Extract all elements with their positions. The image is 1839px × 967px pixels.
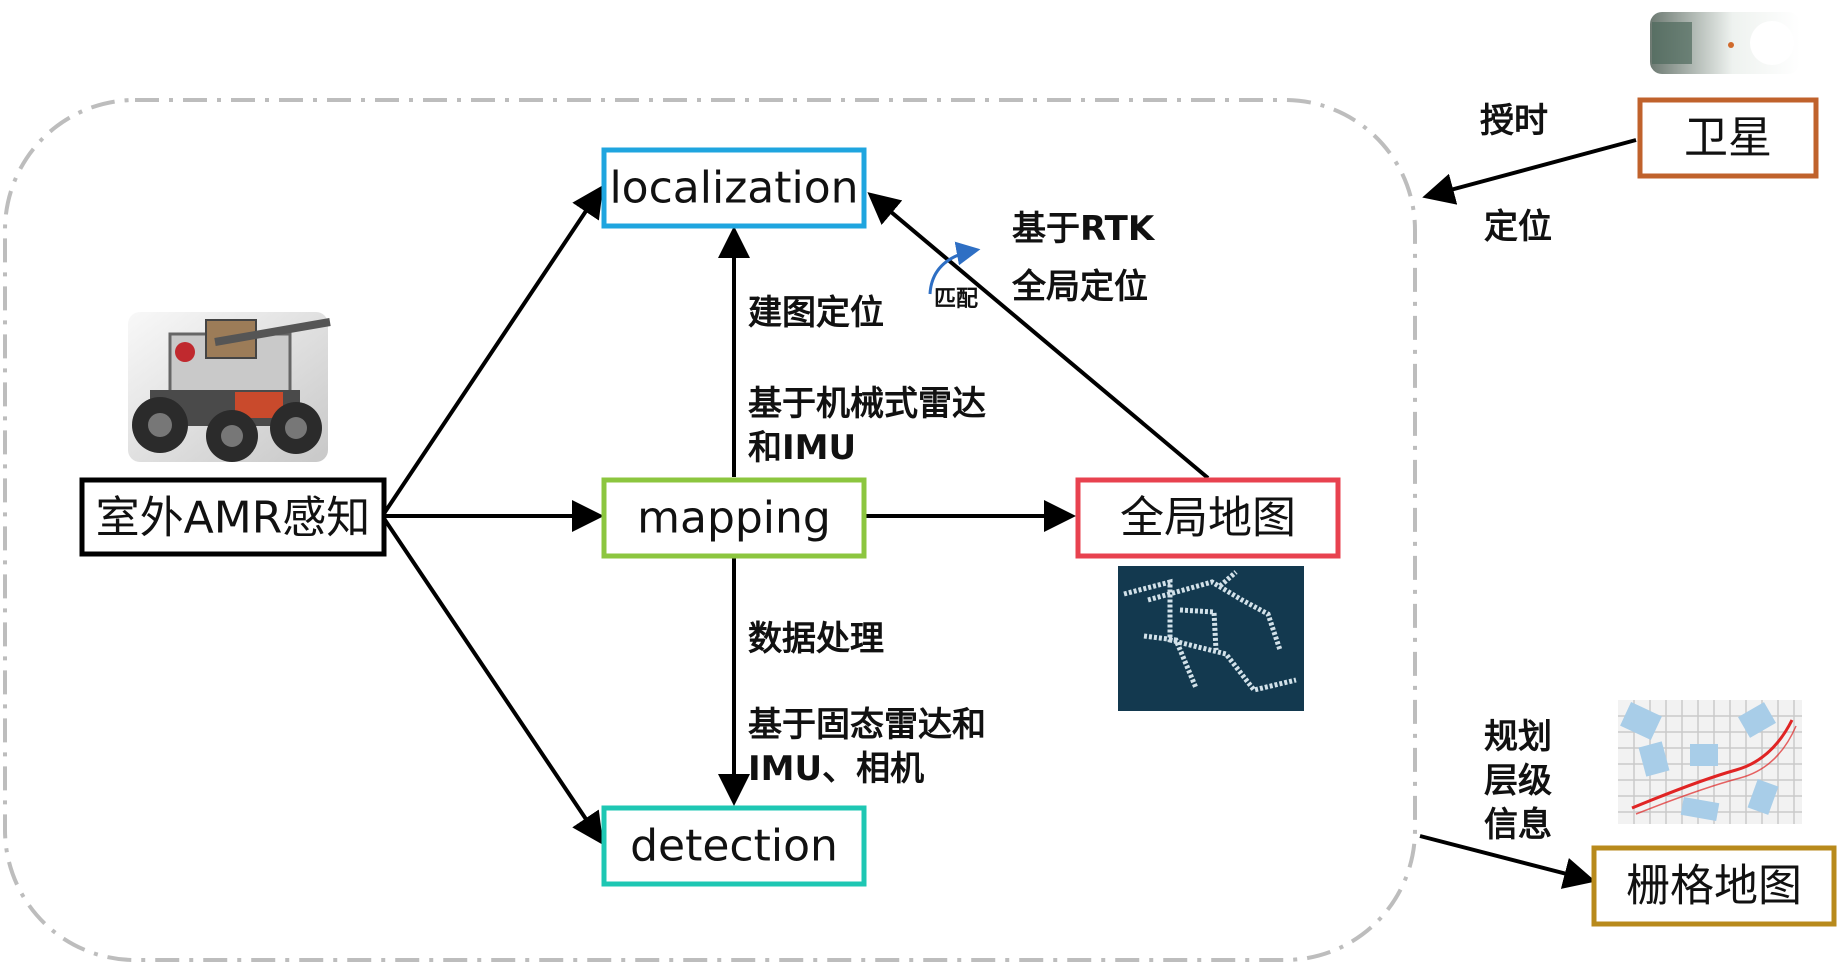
node-satellite: 卫星 [1637, 97, 1819, 179]
point-cloud-map-image [1118, 566, 1304, 711]
amr-robot-image [128, 312, 331, 462]
node-localization-label: localization [609, 163, 858, 214]
node-grid-map-label: 栅格地图 [1626, 861, 1802, 912]
edge-global-map-localization [867, 192, 1210, 480]
node-satellite-box [1637, 97, 1819, 179]
satellite-image [1650, 12, 1800, 74]
edge-boundary-grid-map [1419, 834, 1596, 889]
label-mapping-localization: 建图定位 [748, 293, 884, 333]
node-mapping-box [601, 477, 867, 559]
label-mechanical-lidar-line2: 和IMU [748, 428, 856, 468]
node-global-map: 全局地图 [1075, 477, 1341, 559]
edge-perception-detection [383, 518, 604, 845]
label-rtk-line2: 全局定位 [1011, 267, 1148, 307]
label-solid-lidar-line1: 基于固态雷达和 [748, 705, 986, 745]
label-planning-line1: 规划 [1484, 717, 1552, 757]
edges [383, 138, 1637, 889]
node-perception-box [79, 477, 387, 557]
node-detection-box [601, 805, 867, 887]
grid-map-image [1618, 700, 1802, 824]
label-match: 匹配 [934, 287, 978, 312]
node-perception: 室外AMR感知 [79, 477, 387, 557]
label-positioning: 定位 [1484, 207, 1552, 247]
node-grid-map-box [1591, 845, 1837, 927]
label-data-processing: 数据处理 [748, 619, 884, 659]
node-perception-label: 室外AMR感知 [96, 493, 371, 544]
edge-perception-localization [383, 185, 604, 514]
label-planning-line2: 层级 [1484, 761, 1552, 801]
node-mapping: mapping [601, 477, 867, 559]
label-timing: 授时 [1480, 101, 1548, 141]
node-localization: localization [601, 147, 867, 229]
node-global-map-label: 全局地图 [1120, 493, 1296, 544]
node-detection: detection [601, 805, 867, 887]
edge-satellite-boundary [1422, 138, 1637, 205]
node-satellite-label: 卫星 [1684, 113, 1772, 164]
node-detection-label: detection [630, 821, 838, 872]
node-mapping-label: mapping [637, 493, 831, 544]
node-localization-box [601, 147, 867, 229]
label-mechanical-lidar-line1: 基于机械式雷达 [748, 384, 986, 424]
label-planning-line3: 信息 [1484, 805, 1552, 845]
label-solid-lidar-line2: IMU、相机 [748, 749, 924, 789]
node-grid-map: 栅格地图 [1591, 845, 1837, 927]
node-global-map-box [1075, 477, 1341, 559]
label-rtk-line1: 基于RTK [1012, 209, 1156, 249]
system-boundary [3, 98, 1417, 962]
curved-arrow-icon [928, 241, 981, 295]
